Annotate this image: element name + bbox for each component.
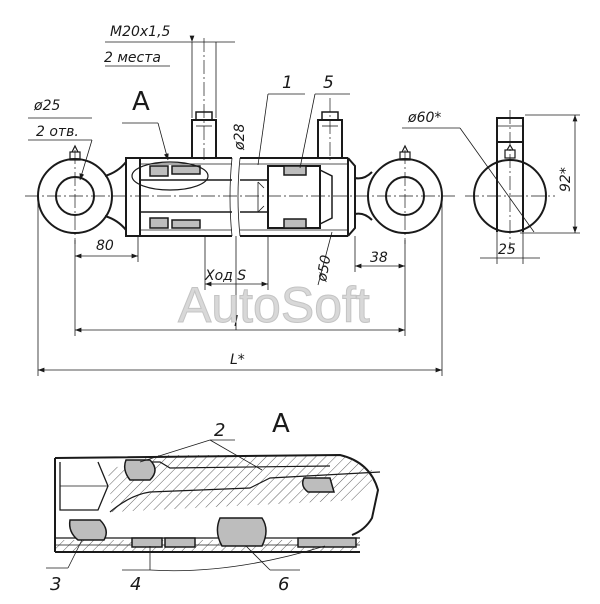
dim-38-label: 38: [370, 250, 388, 266]
bore-dia-label: ø25: [33, 98, 60, 114]
view-a-marker: A: [132, 87, 150, 117]
dim-80-label: 80: [96, 238, 114, 254]
thread-qty-label: 2 места: [104, 50, 161, 66]
stroke-label: Ход S: [204, 268, 246, 284]
main-view: [25, 38, 455, 244]
position-6-label: 6: [278, 574, 289, 595]
eye-dia-label: ø60*: [407, 110, 441, 126]
length-l-label: l: [234, 314, 238, 330]
rod-dia-label: ø28: [232, 124, 248, 151]
side-view: [465, 110, 555, 250]
position-4-label: 4: [130, 574, 141, 595]
width-label: 25: [498, 242, 516, 258]
position-1-label: 1: [282, 73, 293, 93]
position-5-label: 5: [323, 73, 334, 93]
thread-label: M20x1,5: [110, 24, 171, 40]
piston-dia-label: ø50: [314, 254, 335, 284]
height-label: 92*: [558, 167, 574, 192]
dimensions: [28, 35, 580, 376]
length-total-label: L*: [230, 352, 245, 368]
watermark: AutoSoft: [178, 277, 370, 333]
position-3-label: 3: [50, 574, 61, 595]
position-2-label: 2: [214, 420, 225, 441]
bore-qty-label: 2 отв.: [36, 124, 79, 140]
detail-a-view: A 2 3 4: [46, 409, 381, 595]
labels: M20x1,5 2 места ø25 2 отв. A 1 5 ø28 ø60…: [33, 24, 574, 368]
detail-a-title: A: [272, 409, 290, 439]
